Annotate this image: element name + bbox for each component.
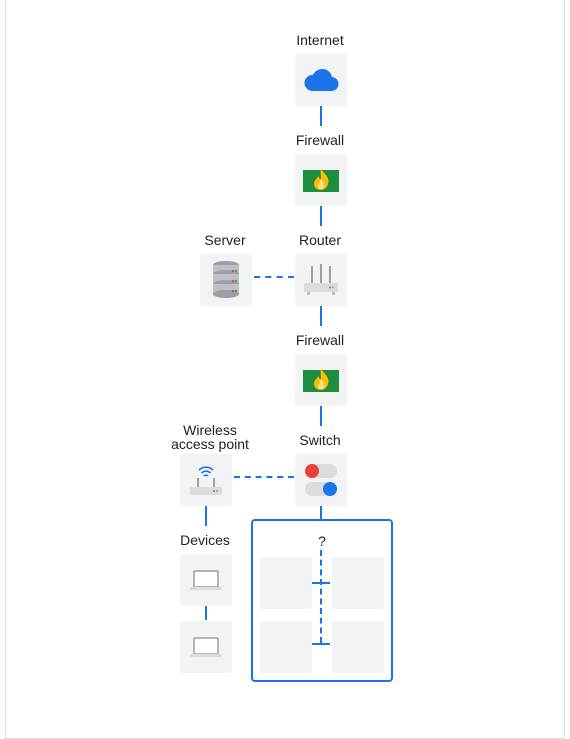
cloud-icon <box>304 68 339 92</box>
device-node-2[interactable] <box>180 621 232 673</box>
router-icon <box>304 264 338 295</box>
dropzone-tick-top <box>312 582 330 584</box>
firewall-mid-label: Firewall <box>295 332 345 348</box>
firewall-top-label: Firewall <box>295 132 345 148</box>
router-node[interactable] <box>295 254 347 306</box>
router-label: Router <box>298 232 342 248</box>
internet-node[interactable] <box>295 54 347 106</box>
dropzone-slot-3[interactable] <box>260 621 312 673</box>
diagram-card <box>5 0 565 739</box>
firewall-icon <box>303 369 339 392</box>
wap-label-line2: access point <box>171 436 249 452</box>
internet-label: Internet <box>296 32 344 48</box>
firewall-top-node[interactable] <box>295 154 347 206</box>
server-node[interactable] <box>200 254 252 306</box>
connector-switch-dropzone <box>320 506 322 520</box>
server-icon <box>213 261 239 298</box>
dropzone-tick-bottom <box>312 643 330 645</box>
connector-internet-firewall <box>320 106 322 126</box>
firewall-icon <box>303 169 339 192</box>
connector-firewall-switch <box>320 406 322 426</box>
connector-device-device <box>205 606 207 620</box>
switch-icon <box>305 464 337 496</box>
laptop-icon <box>190 637 222 657</box>
dropzone-slot-1[interactable] <box>260 557 312 609</box>
connector-wap-switch <box>234 476 294 478</box>
server-label: Server <box>204 232 246 248</box>
connector-wap-devices <box>205 506 207 526</box>
dropzone-slot-4[interactable] <box>332 621 384 673</box>
device-node-1[interactable] <box>180 554 232 606</box>
switch-label: Switch <box>299 432 341 448</box>
wap-label-line1: Wireless <box>183 422 237 438</box>
laptop-icon <box>190 570 222 590</box>
connector-router-firewall <box>320 306 322 326</box>
connector-server-router <box>254 276 294 278</box>
unknown-segment-label: ? <box>318 533 326 549</box>
dropzone-slot-2[interactable] <box>332 557 384 609</box>
wap-node[interactable] <box>180 454 232 506</box>
unknown-segment-dropzone[interactable] <box>251 519 393 682</box>
wireless-access-point-icon <box>190 466 222 495</box>
switch-node[interactable] <box>295 454 347 506</box>
connector-firewall-router <box>320 206 322 226</box>
devices-label: Devices <box>180 532 230 548</box>
dropzone-dashed-connector <box>320 550 322 643</box>
firewall-mid-node[interactable] <box>295 354 347 406</box>
